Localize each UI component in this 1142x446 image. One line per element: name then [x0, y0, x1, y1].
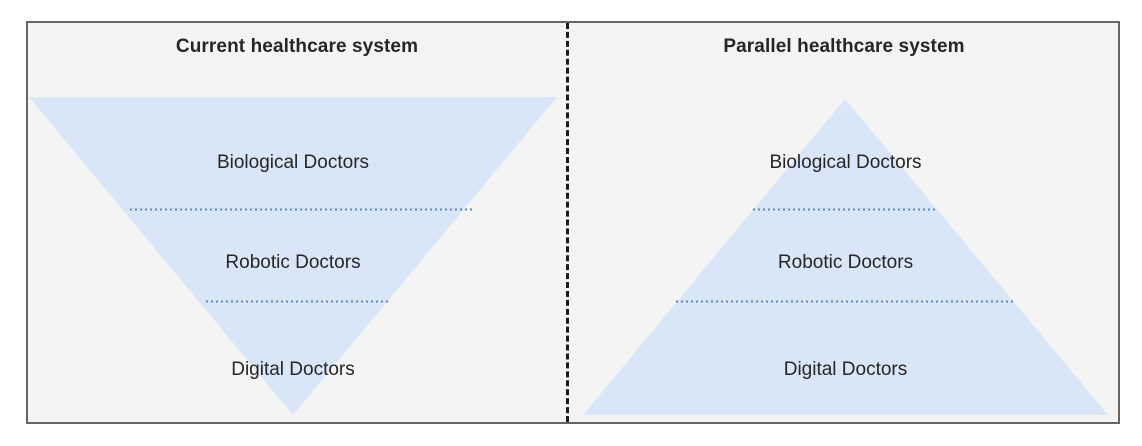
parallel-tier-biological-doctors: Biological Doctors [769, 152, 922, 173]
parallel-tier-digital-doctors: Digital Doctors [783, 359, 908, 380]
current-tier-robotic-doctors: Robotic Doctors [225, 252, 361, 273]
parallel-tier-robotic-doctors: Robotic Doctors [777, 252, 914, 273]
panel-divider [566, 23, 569, 422]
current-tier-digital-doctors: Digital Doctors [231, 359, 355, 380]
current-system-title: Current healthcare system [175, 36, 419, 57]
current-tier-biological-doctors: Biological Doctors [216, 152, 370, 173]
parallel-system-title: Parallel healthcare system [723, 36, 965, 57]
